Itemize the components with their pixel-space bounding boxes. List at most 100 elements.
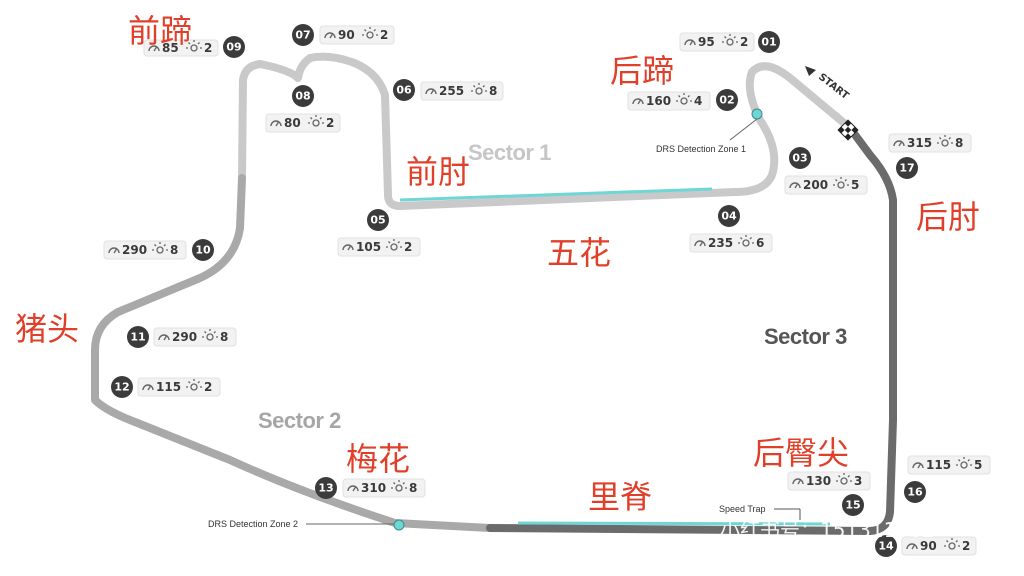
svg-text:15: 15 xyxy=(845,499,860,512)
drs-detection-zone-1-label: DRS Detection Zone 1 xyxy=(656,144,746,154)
svg-text:05: 05 xyxy=(370,214,385,227)
svg-text:2: 2 xyxy=(204,41,212,55)
svg-text:8: 8 xyxy=(409,481,417,495)
turn-badge: 12 xyxy=(111,376,133,398)
svg-text:160: 160 xyxy=(646,94,671,108)
annotation-label: 前肘 xyxy=(406,153,470,191)
svg-text:6: 6 xyxy=(756,236,764,250)
svg-text:4: 4 xyxy=(694,94,702,108)
turn-badge: 07 xyxy=(292,24,314,46)
svg-text:315: 315 xyxy=(907,136,932,150)
turn-stat: 290 8 xyxy=(103,240,187,260)
turn-stat: 160 4 xyxy=(627,91,711,111)
svg-text:17: 17 xyxy=(899,162,914,175)
svg-text:04: 04 xyxy=(721,210,737,223)
svg-text:2: 2 xyxy=(326,116,334,130)
turn-stat: 95 2 xyxy=(679,32,755,52)
turn-badge: 09 xyxy=(223,36,245,58)
annotation-label: 后蹄 xyxy=(610,52,674,90)
turn-badge: 14 xyxy=(875,535,897,557)
turn-badge: 06 xyxy=(393,79,415,101)
svg-text:200: 200 xyxy=(803,178,828,192)
svg-text:290: 290 xyxy=(172,330,197,344)
svg-text:8: 8 xyxy=(220,330,228,344)
sector-3-label: Sector 3 xyxy=(764,324,847,349)
sector-1-track xyxy=(238,52,854,210)
sector-2-track xyxy=(91,174,494,532)
turn-badge: 05 xyxy=(367,209,389,231)
svg-text:11: 11 xyxy=(130,331,145,344)
svg-text:115: 115 xyxy=(926,458,951,472)
svg-text:95: 95 xyxy=(698,35,715,49)
svg-text:08: 08 xyxy=(295,90,310,103)
svg-text:07: 07 xyxy=(295,29,310,42)
turn-stat: 235 6 xyxy=(689,233,773,253)
turn-badge: 01 xyxy=(758,31,780,53)
svg-text:2: 2 xyxy=(380,28,388,42)
svg-text:85: 85 xyxy=(162,41,179,55)
svg-text:01: 01 xyxy=(761,36,776,49)
annotation-label: 里脊 xyxy=(588,478,652,516)
svg-text:8: 8 xyxy=(489,84,497,98)
svg-text:2: 2 xyxy=(404,240,412,254)
drs-detection-zone-2-label: DRS Detection Zone 2 xyxy=(208,519,298,529)
svg-text:8: 8 xyxy=(170,243,178,257)
annotation-label: 梅花 xyxy=(346,440,410,478)
speed-trap-label: Speed Trap xyxy=(719,504,766,514)
sector-3-track xyxy=(486,124,897,535)
drs-detection-point-2 xyxy=(306,519,405,531)
sector-1-label: Sector 1 xyxy=(468,140,551,165)
svg-text:90: 90 xyxy=(920,539,937,553)
svg-text:3: 3 xyxy=(854,474,862,488)
turn-stat: 115 2 xyxy=(137,377,221,397)
turn-stat: 90 2 xyxy=(319,25,395,45)
svg-text:5: 5 xyxy=(851,178,859,192)
turn-badge: 04 xyxy=(718,205,740,227)
start-label: START xyxy=(816,72,851,102)
start-direction-arrow-icon xyxy=(805,66,816,76)
svg-text:06: 06 xyxy=(396,84,412,97)
turn-badge: 11 xyxy=(127,326,149,348)
turn-stat: 105 2 xyxy=(337,237,421,257)
turn-stat: 90 2 xyxy=(901,536,977,556)
svg-text:115: 115 xyxy=(156,380,181,394)
turn-stat: 310 8 xyxy=(342,478,426,498)
turn-stat: 290 8 xyxy=(153,327,237,347)
turn-stat: 200 5 xyxy=(784,175,868,195)
svg-text:235: 235 xyxy=(708,236,733,250)
drs-detection-point-1 xyxy=(729,108,763,141)
turn-stat: 255 8 xyxy=(420,81,504,101)
svg-text:12: 12 xyxy=(114,381,129,394)
speed-trap-marker xyxy=(774,508,801,520)
turn-stat: 315 8 xyxy=(888,133,972,153)
turn-stat: 130 3 xyxy=(787,471,871,491)
svg-text:310: 310 xyxy=(361,481,386,495)
turn-badge: 02 xyxy=(716,89,738,111)
turn-badge: 15 xyxy=(842,494,864,516)
annotation-label: 前蹄 xyxy=(128,12,192,50)
watermark: 小红书号：151311762 xyxy=(720,518,935,542)
svg-text:14: 14 xyxy=(878,540,894,553)
annotation-label: 猪头 xyxy=(15,310,79,348)
svg-text:105: 105 xyxy=(356,240,381,254)
svg-text:16: 16 xyxy=(907,486,923,499)
checkered-flag-icon xyxy=(837,119,859,141)
svg-text:80: 80 xyxy=(284,116,301,130)
annotation-label: 后肘 xyxy=(916,198,980,236)
turn-stat: 115 5 xyxy=(907,455,991,475)
svg-text:290: 290 xyxy=(122,243,147,257)
svg-text:2: 2 xyxy=(962,539,970,553)
svg-text:130: 130 xyxy=(806,474,831,488)
annotation-label: 后臀尖 xyxy=(753,434,849,472)
svg-text:8: 8 xyxy=(955,136,963,150)
drs-zone-main-straight xyxy=(399,187,713,202)
svg-text:5: 5 xyxy=(974,458,982,472)
svg-text:2: 2 xyxy=(204,380,212,394)
drs-zone-back-straight xyxy=(517,521,831,526)
sector-2-label: Sector 2 xyxy=(258,408,341,433)
svg-text:13: 13 xyxy=(318,482,333,495)
svg-text:09: 09 xyxy=(226,41,241,54)
svg-text:10: 10 xyxy=(195,244,211,257)
svg-text:255: 255 xyxy=(439,84,464,98)
